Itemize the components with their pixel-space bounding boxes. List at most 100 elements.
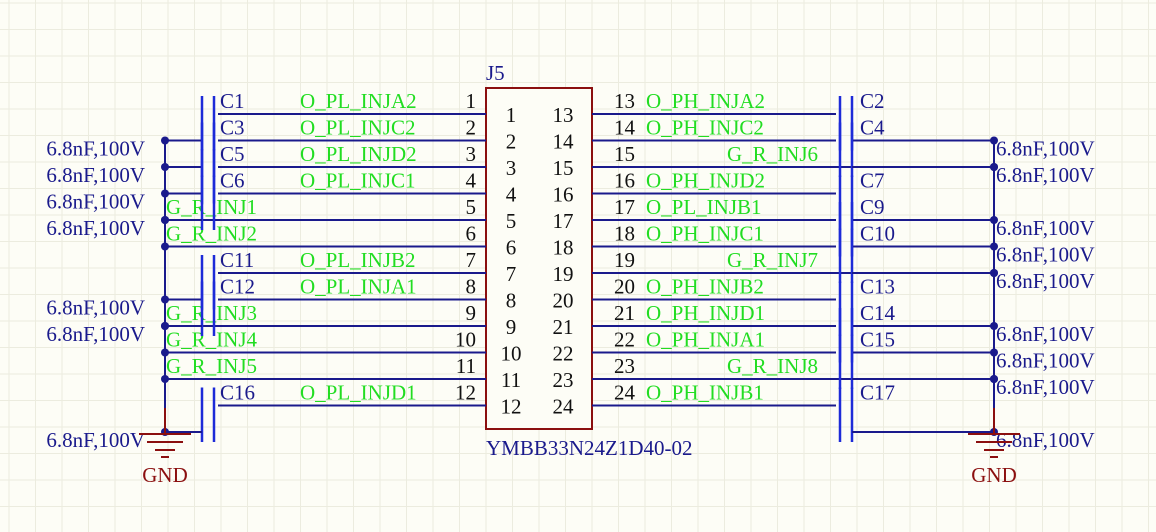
pin-number: 15 [614,142,635,166]
capacitor-ref: C7 [860,169,885,193]
inner-pin-number: 17 [553,209,574,233]
inner-pin-number: 21 [553,315,574,339]
junction-dot [161,163,169,171]
capacitor-ref: C9 [860,195,885,219]
connector-j5[interactable]: J5 YMBB33N24Z1D40-02 1234567891011121314… [485,61,693,460]
left-pin-row-11: 11 G_R_INJ5 [161,354,486,383]
pin-number: 17 [614,195,635,219]
junction-dot [990,242,998,251]
pin-number: 2 [466,116,477,140]
cap-value-label: 6.8nF,100V [996,137,1095,161]
net-label: O_PL_INJD1 [300,381,417,405]
junction-dot [161,375,169,383]
inner-pin-number: 18 [553,236,574,260]
inner-pin-number: 12 [501,395,522,419]
pin-number: 10 [455,328,476,352]
capacitor-ref: C1 [220,89,245,113]
left-pin-row-6: 6G_R_INJ2 [161,222,486,251]
net-label: G_R_INJ7 [727,248,818,272]
net-label: G_R_INJ5 [166,354,257,378]
cap-value-label: 6.8nF,100V [996,163,1095,187]
net-label: G_R_INJ1 [166,195,257,219]
connector-body[interactable] [485,87,593,430]
pin-number: 23 [614,354,635,378]
net-label: O_PH_INJD1 [646,301,765,325]
cap-value-label: 6.8nF,100V [996,269,1095,293]
inner-pin-number: 22 [553,342,574,366]
cap-value-label: 6.8nF,100V [46,428,145,452]
inner-pin-number: 19 [553,262,574,286]
capacitor-ref: C13 [860,275,895,299]
gnd-symbol-right: GND [968,408,1020,487]
inner-pin-number: 14 [553,130,575,154]
pin-number: 18 [614,222,635,246]
cap-value-label: 6.8nF,100V [996,322,1095,346]
capacitor-ref: C10 [860,222,895,246]
inner-pin-number: 15 [553,156,574,180]
capacitor-ref: C2 [860,89,885,113]
cap-value-label: 6.8nF,100V [46,163,145,187]
junction-dot [990,322,998,330]
left-cap-values: 6.8nF,100V6.8nF,100V6.8nF,100V6.8nF,100V… [46,137,145,453]
junction-dot [990,216,998,224]
capacitor-ref: C12 [220,275,255,299]
connector-designator: J5 [486,61,505,85]
inner-pin-number: 13 [553,103,574,127]
junction-dot [990,348,998,357]
cap-value-label: 6.8nF,100V [46,216,145,240]
inner-pin-number: 10 [501,342,522,366]
capacitor-c4: C4 [838,116,998,177]
net-label: G_R_INJ3 [166,301,257,325]
pin-number: 5 [466,195,477,219]
cap-value-label: 6.8nF,100V [46,137,145,161]
inner-pin-number: 24 [553,395,575,419]
capacitor-c16: C16 [161,381,255,442]
junction-dot [161,322,169,330]
connector-part-number: YMBB33N24Z1D40-02 [486,436,693,460]
net-label: O_PH_INJC2 [646,116,764,140]
pin-number: 11 [456,354,476,378]
left-pin-row-7: 7O_PL_INJB2 [218,248,486,274]
capacitor-ref: C5 [220,142,245,166]
capacitor-c13: C13 [838,275,998,336]
capacitor-ref: C17 [860,381,895,405]
inner-pin-number: 4 [506,183,517,207]
capacitor-ref: C15 [860,328,895,352]
inner-pin-number: 8 [506,289,517,313]
inner-pin-number: 23 [553,368,574,392]
cap-value-label: 6.8nF,100V [996,428,1095,452]
pin-number: 13 [614,89,635,113]
pin-number: 21 [614,301,635,325]
net-label: G_R_INJ2 [166,222,257,246]
junction-dot [161,295,169,304]
junction-dot [161,136,169,145]
left-pin-row-3: 3O_PL_INJD2 [218,142,486,168]
capacitor-ref: C11 [220,248,254,272]
pin-number: 7 [466,248,477,272]
net-label: O_PL_INJA2 [300,89,417,113]
capacitor-ref: C16 [220,381,255,405]
cap-value-label: 6.8nF,100V [46,190,145,214]
cap-value-label: 6.8nF,100V [996,216,1095,240]
pin-number: 20 [614,275,635,299]
net-label: G_R_INJ8 [727,354,818,378]
left-pin-row-4: 4O_PL_INJC1 [218,169,486,195]
capacitor-c12: C12 [161,275,255,336]
capacitor-c6: C6 [161,169,245,230]
capacitor-ref: C3 [220,116,245,140]
left-pin-row-1: 1O_PL_INJA2 [218,89,486,115]
pin-number: 14 [614,116,636,140]
pin-number: 24 [614,381,636,405]
pin-number: 12 [455,381,476,405]
capacitor-c10: C10 [838,222,998,283]
